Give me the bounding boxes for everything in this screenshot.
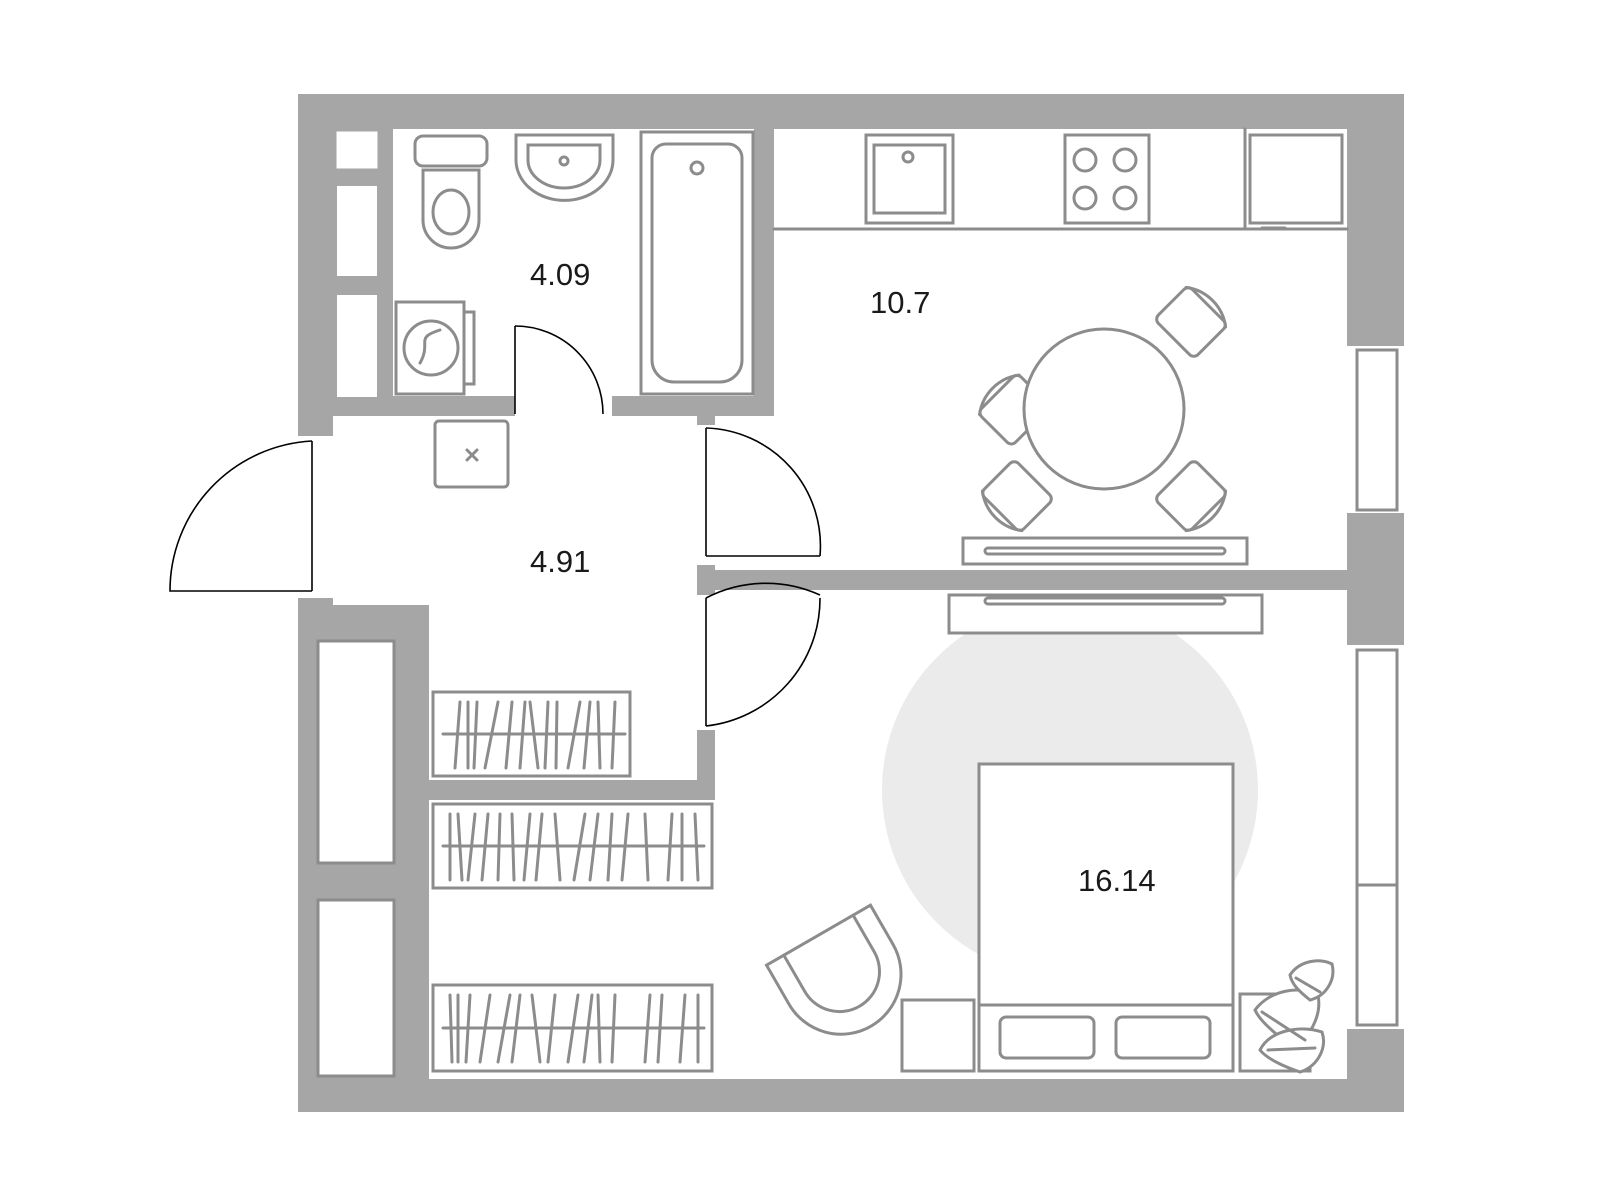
fridge-icon	[1248, 133, 1344, 230]
kitchen-counter	[772, 127, 1349, 231]
bed-icon	[977, 762, 1235, 1073]
wardrobe-icon	[431, 802, 714, 890]
toilet-icon	[413, 134, 489, 250]
chair-icon	[1155, 285, 1228, 358]
wardrobe-icon	[431, 690, 632, 778]
bedroom-area-label: 16.14	[1078, 863, 1156, 898]
tv-stand-icon	[947, 593, 1264, 635]
washing-machine-icon	[394, 300, 476, 396]
bathtub-icon	[639, 130, 755, 396]
stove-icon	[1063, 133, 1151, 225]
tv-stand-icon	[961, 536, 1249, 566]
bathroom-area-label: 4.09	[530, 257, 590, 292]
plant-icon	[1238, 959, 1335, 1074]
armchair-icon	[764, 903, 903, 1036]
pillow-icon	[1114, 1015, 1212, 1060]
wall-niches	[316, 131, 396, 1078]
sink-icon	[514, 133, 615, 202]
kitchen-area-label: 10.7	[870, 285, 930, 320]
kitchen-sink-icon	[864, 133, 955, 225]
wardrobe-icon	[431, 983, 714, 1073]
hallway-area-label: 4.91	[530, 544, 590, 579]
window-icon	[1355, 348, 1399, 1027]
hallway-cabinet	[433, 419, 510, 489]
chair-icon	[1155, 460, 1228, 533]
nightstand-icon	[900, 998, 976, 1073]
dining-table-icon	[978, 285, 1228, 533]
pillow-icon	[998, 1015, 1096, 1060]
door-swing-icon	[169, 325, 822, 727]
chair-icon	[980, 460, 1053, 533]
